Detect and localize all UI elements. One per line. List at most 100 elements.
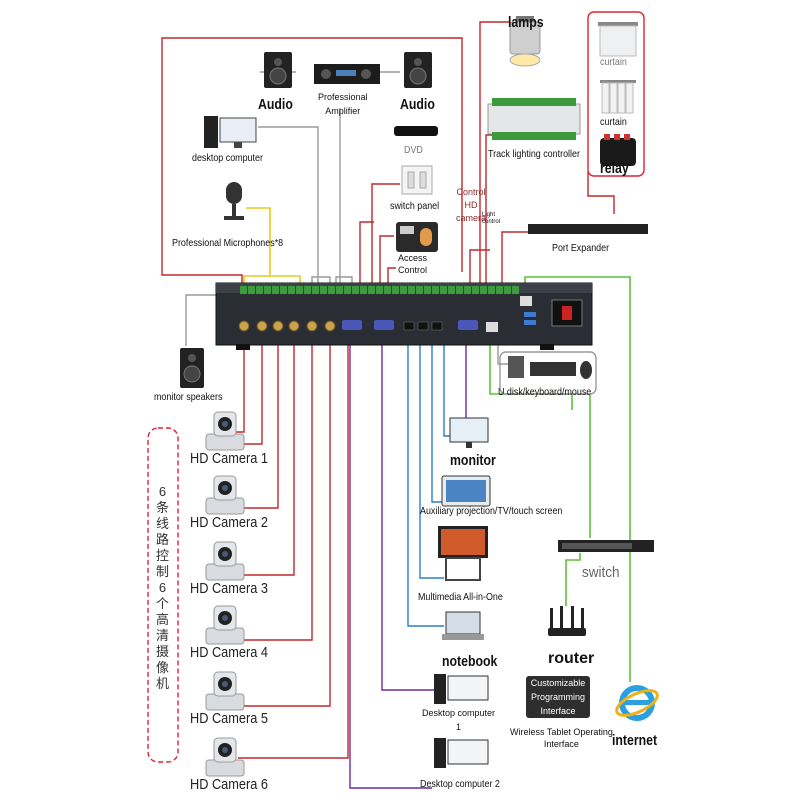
ptz-camera-icon xyxy=(205,541,245,581)
audio-left-label: Audio xyxy=(258,96,293,113)
amplifier-icon xyxy=(314,64,380,84)
ptz-camera-icon xyxy=(205,737,245,777)
amplifier-label: Professional Amplifier xyxy=(318,92,368,116)
light-control-label: Light control xyxy=(482,212,501,225)
desktop-computer-2-icon xyxy=(434,738,489,768)
dvd-player-icon xyxy=(394,126,438,136)
curtain-icon xyxy=(600,80,636,114)
terminal-block xyxy=(328,286,335,294)
track-lighting-label: Track lighting controller xyxy=(488,148,580,160)
hdmi-lines xyxy=(407,344,452,627)
switch-label: switch xyxy=(582,564,620,581)
router-label: router xyxy=(548,650,595,667)
monitor-speaker-icon xyxy=(180,348,204,388)
notebook-label: notebook xyxy=(442,653,498,670)
hd-camera-label: HD Camera 2 xyxy=(190,514,268,531)
terminal-block xyxy=(432,286,439,294)
hd-camera-label: HD Camera 5 xyxy=(190,710,268,727)
terminal-block xyxy=(280,286,287,294)
camera-lines xyxy=(236,344,349,759)
custom-interface-icon xyxy=(526,676,590,718)
curtain-label: curtain xyxy=(600,56,627,68)
terminal-block xyxy=(384,286,391,294)
terminal-block xyxy=(248,286,255,294)
terminal-block xyxy=(352,286,359,294)
terminal-block xyxy=(408,286,415,294)
terminal-block xyxy=(320,286,327,294)
microphones-label: Professional Microphones*8 xyxy=(172,237,284,249)
projection-screen-icon xyxy=(441,475,491,507)
ptz-camera-icon xyxy=(205,475,245,515)
desktop-computer-1-icon xyxy=(434,674,489,704)
bnc-connector xyxy=(288,320,300,332)
camera-group-note: 6 条 线 路 控 制 6 个 高 清 摄 像 机 xyxy=(156,484,170,691)
dvd-label: DVD xyxy=(404,144,423,156)
camera-group-box xyxy=(147,427,179,763)
terminal-block xyxy=(288,286,295,294)
terminal-block xyxy=(336,286,343,294)
access-control-icon xyxy=(396,222,438,252)
mic-lines xyxy=(243,207,301,287)
internet-explorer-icon xyxy=(615,685,659,721)
desktop-computer-label: desktop computer xyxy=(192,152,263,164)
lamps-label: lamps xyxy=(508,14,544,31)
port-expander-label: Port Expander xyxy=(552,242,610,254)
bnc-connector xyxy=(306,320,318,332)
desktop-computer-1-label: Desktop computer 1 xyxy=(422,708,496,732)
vga-lines xyxy=(349,344,467,789)
internet-label: internet xyxy=(612,732,658,749)
microphone-icon xyxy=(224,182,244,220)
terminal-block xyxy=(296,286,303,294)
track-lighting-controller-icon xyxy=(487,98,581,140)
monitor-icon xyxy=(449,417,489,448)
terminal-block xyxy=(376,286,383,294)
terminal-block xyxy=(272,286,279,294)
matrix-host-device xyxy=(215,282,593,350)
monitor-speakers-label: monitor speakers xyxy=(154,391,223,403)
curtain-icon xyxy=(598,22,638,57)
audio-right-label: Audio xyxy=(400,96,435,113)
terminal-block xyxy=(304,286,311,294)
terminal-block xyxy=(488,286,495,294)
terminal-block xyxy=(256,286,263,294)
monitor-label: monitor xyxy=(450,452,496,469)
desktop-computer-icon xyxy=(204,116,257,148)
relay-icon xyxy=(600,134,636,166)
multimedia-label: Multimedia All-in-One xyxy=(418,591,503,603)
terminal-block xyxy=(440,286,447,294)
speaker-icon xyxy=(264,52,292,88)
terminal-block xyxy=(424,286,431,294)
terminal-block xyxy=(312,286,319,294)
terminal-block xyxy=(344,286,351,294)
terminal-block xyxy=(392,286,399,294)
desktop-computer-2-label: Desktop computer 2 xyxy=(420,778,500,790)
notebook-icon xyxy=(442,611,484,640)
udisk-label: U disk/keyboard/mouse xyxy=(498,386,592,398)
port-expander-icon xyxy=(528,224,648,234)
multimedia-all-in-one-icon xyxy=(438,526,488,581)
bnc-connector xyxy=(324,320,336,332)
switch-panel-icon xyxy=(401,165,433,195)
hd-camera-label: HD Camera 6 xyxy=(190,776,268,793)
aux-projection-label: Auxiliary projection/TV/touch screen xyxy=(420,505,563,517)
bnc-connector xyxy=(256,320,268,332)
hd-camera-label: HD Camera 4 xyxy=(190,644,268,661)
terminal-block xyxy=(360,286,367,294)
ptz-camera-icon xyxy=(205,671,245,711)
terminal-block xyxy=(496,286,503,294)
terminal-block xyxy=(368,286,375,294)
terminal-block xyxy=(504,286,511,294)
bnc-connector xyxy=(272,320,284,332)
relay-label: relay xyxy=(600,160,629,177)
terminal-block xyxy=(472,286,479,294)
network-switch-icon xyxy=(558,540,654,552)
terminal-block xyxy=(448,286,455,294)
terminal-block xyxy=(264,286,271,294)
custom-interface-label: Customizable Programming Interface xyxy=(530,678,586,716)
terminal-block xyxy=(400,286,407,294)
curtain-label: curtain xyxy=(600,116,627,128)
terminal-block xyxy=(416,286,423,294)
terminal-block xyxy=(240,286,247,294)
